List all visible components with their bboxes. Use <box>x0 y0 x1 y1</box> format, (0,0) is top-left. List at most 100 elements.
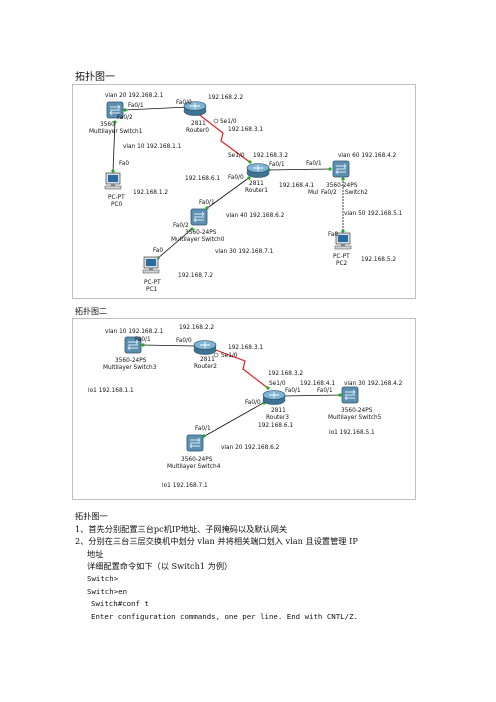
detail-intro: 详细配置命令如下（以 Switch1 为例） <box>87 561 233 572</box>
r1-se10-label: Se1/0 <box>228 153 245 159</box>
command-line-3: Switch#conf t <box>91 599 149 609</box>
multilayer-switch0-icon[interactable] <box>190 208 208 226</box>
step-1: 1、首先分别配置三台pc机IP地址、子网掩码以及默认网关 <box>75 523 288 534</box>
multilayer-switch5-icon[interactable] <box>341 386 359 404</box>
r2-ip-label: 192.168.2.2 <box>179 325 214 331</box>
topology-2-canvas: vlan 10 192.168.2.1 Fa0/1 3560-24PS Mult… <box>88 325 403 489</box>
command-line-4: Enter configuration commands, one per li… <box>91 611 358 621</box>
pc0-model-label: PC-PT <box>108 195 125 201</box>
topology-2-caption: 拓扑图二 <box>75 307 107 316</box>
multilayer-switch4-icon[interactable] <box>186 434 204 452</box>
sw2-fa01-label: Fa0/1 <box>306 161 322 167</box>
sw0-vlan30-label: vlan 30 192.168.7.1 <box>215 249 274 255</box>
r2-se10-label: Se1/0 <box>221 353 238 359</box>
sw5-name-label: Multilayer Switch5 <box>328 415 382 421</box>
pc2-model-label: PC-PT <box>333 254 350 260</box>
pc2-fa0-label: Fa0 <box>328 232 338 238</box>
body-title: 拓扑图一 <box>75 511 108 521</box>
sw4-lo1-label: lo1 192.168.7.1 <box>162 483 208 489</box>
sw2-name-label: Switch2 <box>345 190 368 196</box>
sw2-prefix-label: Mul <box>308 190 319 196</box>
sw2-vlan50-label: vlan 50 192.168.5.1 <box>344 211 403 217</box>
step-2-continued: 地址 <box>87 548 104 559</box>
pc1-fa0-label: Fa0 <box>153 248 163 254</box>
r1-name-label: Router1 <box>245 188 268 194</box>
pc0-ip-label: 192.168.1.2 <box>133 190 168 196</box>
clock-icon <box>213 352 219 358</box>
sw0-fa02-label: Fa0/2 <box>173 223 189 229</box>
sw1-model-label: 3560 <box>100 122 115 128</box>
sw3-fa01-label: Fa0/1 <box>135 337 151 343</box>
r0-ip-label: 192.168.2.2 <box>208 95 243 101</box>
sw0-model-label: 3560-24PS <box>185 230 217 236</box>
pc0-fa0-label: Fa0 <box>119 161 129 167</box>
sw0-fa01-label: Fa0/1 <box>199 200 215 206</box>
link-r1-sw2 <box>267 168 332 171</box>
sw5-model-label: 3560-24PS <box>341 408 373 414</box>
r1-fa00-label: Fa0/0 <box>228 175 244 181</box>
sw1-vlan20-label: vlan 20 192.168.2.1 <box>105 93 164 99</box>
r3-bottom-ip-label: 192.168.6.1 <box>258 423 293 429</box>
r1-right-ip-label: 192.168.4.1 <box>279 183 314 189</box>
sw1-fa01-label: Fa0/1 <box>128 103 144 109</box>
step-2: 2、分别在三台三层交换机中划分 vlan 并将相关端口划入 vlan 且设置管理… <box>75 536 358 547</box>
topology-diagram-1: vlan 20 192.168.2.1 Fa0/1 Fa0/2 3560 Mul… <box>72 84 416 299</box>
sw3-lo1-label: lo1 192.168.1.1 <box>88 388 134 394</box>
link-r3-sw5 <box>282 394 342 397</box>
link-sw1-r0 <box>123 106 190 111</box>
link-r2-r3-serial <box>212 348 270 390</box>
r3-right-ip-label: 192.168.4.1 <box>300 381 335 387</box>
topology-diagram-2: vlan 10 192.168.2.1 Fa0/1 3560-24PS Mult… <box>72 318 416 500</box>
router1-icon[interactable] <box>246 163 270 178</box>
r2-fa00-label: Fa0/0 <box>176 338 192 344</box>
router3-icon[interactable] <box>262 390 286 405</box>
sw4-fa01-label: Fa0/1 <box>195 426 211 432</box>
sw4-model-label: 3560-24PS <box>181 457 213 463</box>
r0-se10-label: Se1/0 <box>220 119 237 125</box>
r1-fa01-label: Fa0/1 <box>269 162 285 168</box>
link-sw1-pc0 <box>112 120 116 173</box>
sw5-vlan30-label: vlan 30 192.168.4.2 <box>344 381 403 387</box>
pc0-icon[interactable] <box>104 172 122 190</box>
sw4-name-label: Multilayer Switch4 <box>167 464 221 470</box>
topology-1-canvas: vlan 20 192.168.2.1 Fa0/1 Fa0/2 3560 Mul… <box>89 93 403 293</box>
pc1-model-label: PC-PT <box>144 280 161 286</box>
sw3-model-label: 3560-24PS <box>115 358 147 364</box>
port-status-dots-2 <box>141 343 342 438</box>
sw1-fa02-label: Fa0/2 <box>117 115 133 121</box>
pc0-name-label: PC0 <box>111 202 123 208</box>
sw5-lo1-label: lo1 192.168.5.1 <box>329 430 375 436</box>
link-sw3-r2 <box>141 344 197 347</box>
document-body: 拓扑图一 1、首先分别配置三台pc机IP地址、子网掩码以及默认网关 2、分别在三… <box>75 510 475 623</box>
r2-model-label: 2811 <box>200 357 215 363</box>
r0-model-label: 2811 <box>191 121 206 127</box>
link-sw0-pc1 <box>156 227 194 260</box>
r2-link-ip-label: 192.168.3.1 <box>228 345 263 351</box>
r3-ip-label: 192.168.3.2 <box>268 371 303 377</box>
pc2-ip-label: 192.168.5.2 <box>361 257 396 263</box>
r1-ip-label: 192.168.3.2 <box>253 153 288 159</box>
router2-icon[interactable] <box>193 340 217 355</box>
sw3-name-label: Multilayer Switch3 <box>103 365 157 371</box>
pc1-icon[interactable] <box>142 256 160 274</box>
sw2-vlan60-label: vlan 60 192.168.4.2 <box>338 153 397 159</box>
sw0-name-label: Multilayer Switch0 <box>171 237 225 243</box>
r1-model-label: 2811 <box>249 181 264 187</box>
r0-fa00-label: Fa0/0 <box>176 100 192 106</box>
sw0-vlan40-label: vlan 40 192.168.6.2 <box>226 213 285 219</box>
pc2-name-label: PC2 <box>336 261 348 267</box>
r0-link-ip-label: 192.168.3.1 <box>228 127 263 133</box>
sw2-fa02-label: Fa0/2 <box>321 190 337 196</box>
r3-name-label: Router3 <box>266 415 289 421</box>
sw3-vlan10-label: vlan 10 192.168.2.1 <box>105 329 164 335</box>
pc1-name-label: PC1 <box>146 287 158 293</box>
pc1-ip-label: 192.168.7.2 <box>178 273 213 279</box>
r3-fa01-label: Fa0/1 <box>285 388 301 394</box>
r3-model-label: 2811 <box>271 408 286 414</box>
r3-fa00-label: Fa0/0 <box>245 400 261 406</box>
switch2-icon[interactable] <box>332 160 350 178</box>
link-r1-sw0 <box>205 176 251 210</box>
r0-name-label: Router0 <box>186 128 209 134</box>
sw5-fa01-label: Fa0/1 <box>317 388 333 394</box>
sw1-name-label: Multilayer Switch1 <box>89 129 143 135</box>
